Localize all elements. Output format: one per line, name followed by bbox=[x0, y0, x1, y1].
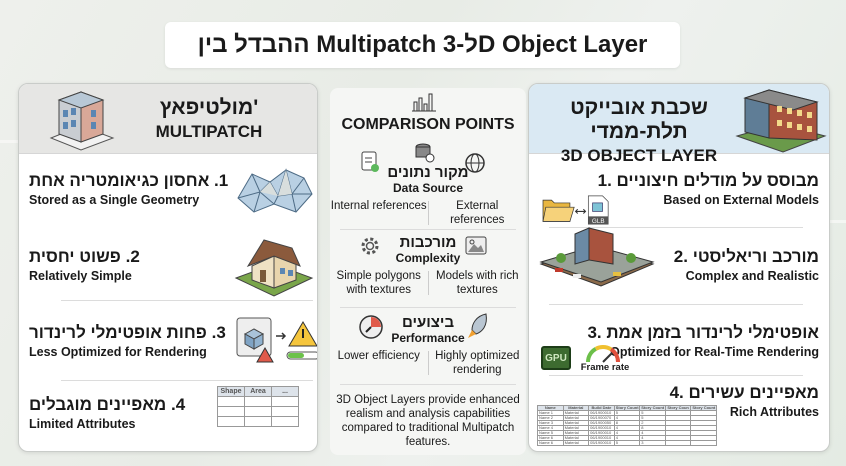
object-layer-title-en: 3D OBJECT LAYER bbox=[560, 146, 718, 165]
object-layer-value: Highly optimized rendering bbox=[435, 350, 520, 376]
realistic-building-icon bbox=[539, 227, 655, 287]
section-title-he: ביצועים bbox=[401, 314, 455, 331]
item-title-he: 4. מאפיינים עשירים bbox=[669, 383, 819, 402]
object-layer-value: Models with rich textures bbox=[436, 270, 519, 296]
table-cell: 06/1900010 bbox=[588, 430, 615, 436]
comparison-summary: 3D Object Layers provide enhanced realis… bbox=[336, 394, 520, 448]
simple-house-icon bbox=[234, 239, 314, 297]
table-header: ... bbox=[271, 386, 299, 397]
table-cell bbox=[690, 440, 717, 446]
item-title-he: 1. אחסון כגיאומטריה אחת bbox=[29, 171, 229, 190]
table-header: Build Date bbox=[588, 405, 615, 411]
multipatch-item-4: 4. מאפיינים מוגבלים Limited Attributes Sh… bbox=[19, 380, 317, 451]
item-title-en: Complex and Realistic bbox=[685, 269, 819, 283]
bar-chart-icon bbox=[412, 93, 436, 112]
multipatch-item-3: 3. פחות אופטימלי לרינדור Less Optimized f… bbox=[19, 308, 317, 384]
multipatch-panel: מולטיפאץ' MULTIPATCH 1. אחסון כגיאומטריה… bbox=[18, 83, 318, 452]
table-header: Story Count bbox=[639, 405, 666, 411]
object-layer-item-3: 3. אופטימלי לרינדור בזמן אמת Optimized fo… bbox=[529, 308, 829, 384]
image-icon bbox=[465, 236, 487, 255]
item-title-en: Based on External Models bbox=[663, 193, 819, 207]
frame-rate-gauge-icon bbox=[586, 345, 620, 363]
item-title-he: 4. מאפיינים מוגבלים bbox=[29, 395, 186, 414]
multipatch-value: Lower efficiency bbox=[337, 350, 420, 362]
object-layer-value: External references bbox=[450, 200, 505, 226]
globe-icon bbox=[465, 153, 485, 173]
multipatch-value: Internal references bbox=[330, 200, 427, 212]
multipatch-value: Simple polygons with textures bbox=[336, 270, 421, 296]
rocket-icon bbox=[468, 313, 487, 338]
warning-icon bbox=[236, 317, 317, 363]
multipatch-building-icon bbox=[49, 91, 115, 151]
table-cell: 3 bbox=[639, 440, 666, 446]
item-title-he: 3. פחות אופטימלי לרינדור bbox=[29, 323, 226, 342]
table-header: Area bbox=[244, 386, 272, 397]
item-title-en: Stored as a Single Geometry bbox=[29, 193, 200, 207]
folder-glb-icon: GLB bbox=[542, 195, 609, 225]
comparison-title: COMPARISON POINTS bbox=[341, 116, 515, 133]
multipatch-title-en: MULTIPATCH bbox=[155, 122, 263, 141]
multipatch-header: מולטיפאץ' MULTIPATCH bbox=[19, 84, 317, 154]
object-layer-item-1: 1. מבוסס על מודלים חיצוניים Based on Exte… bbox=[529, 156, 829, 232]
table-header: Story Coun bbox=[664, 405, 692, 411]
section-title-en: Complexity bbox=[395, 251, 461, 265]
table-cell: 06/1900010 bbox=[588, 410, 615, 416]
table-cell: 05/1900010 bbox=[588, 440, 615, 446]
section-title-en: Data Source bbox=[392, 181, 464, 195]
item-title-en: Rich Attributes bbox=[729, 405, 819, 419]
page-title: ההבדל בין Multipatch ל-3D Object Layer bbox=[165, 22, 680, 68]
gpu-icon: GPU bbox=[541, 346, 571, 370]
document-check-icon bbox=[361, 151, 379, 172]
item-title-en: Relatively Simple bbox=[29, 269, 132, 283]
polygon-mesh-icon bbox=[237, 168, 313, 213]
item-title-he: 1. מבוסס על מודלים חיצוניים bbox=[597, 171, 819, 190]
brick-building-icon bbox=[735, 89, 827, 153]
comparison-complexity: מורכבות Complexity Simple polygons with … bbox=[330, 234, 526, 297]
item-title-he: 2. מורכב וריאליסטי bbox=[673, 247, 819, 266]
item-title-en: Limited Attributes bbox=[29, 417, 136, 431]
section-title-he: מקור נתונים bbox=[387, 164, 469, 181]
table-header: Story Count bbox=[613, 405, 641, 411]
item-title-en: Optimized for Real-Time Rendering bbox=[610, 345, 819, 359]
object-layer-title-he: שכבת אובייקט תלת-ממדי bbox=[570, 96, 708, 143]
table-cell: Material bbox=[562, 440, 590, 446]
table-cell: 06/1900070 bbox=[588, 415, 615, 421]
glb-label: GLB bbox=[592, 218, 605, 225]
table-cell: 06/1900010 bbox=[588, 425, 615, 431]
frame-rate-label: Frame rate bbox=[580, 362, 630, 373]
comparison-panel: COMPARISON POINTS מקור נתונים Data Sourc… bbox=[330, 88, 526, 455]
gauge-icon bbox=[359, 315, 383, 339]
table-cell: 06/1900010 bbox=[588, 435, 615, 441]
item-title-he: 3. אופטימלי לרינדור בזמן אמת bbox=[587, 323, 819, 342]
comparison-data-source: מקור נתונים Data Source Internal referen… bbox=[330, 164, 526, 227]
section-title-en: Performance bbox=[391, 331, 465, 345]
table-cell: 5 bbox=[613, 440, 641, 446]
database-search-icon bbox=[415, 143, 435, 163]
item-title-he: 2. פשוט יחסית bbox=[29, 247, 140, 266]
multipatch-item-1: 1. אחסון כגיאומטריה אחת Stored as a Singl… bbox=[19, 156, 317, 232]
section-title-he: מורכבות bbox=[399, 234, 457, 251]
object-layer-panel: שכבת אובייקט תלת-ממדי 3D OBJECT LAYER 1.… bbox=[528, 83, 830, 452]
multipatch-title-he: מולטיפאץ' bbox=[159, 96, 259, 119]
table-cell: 06/1900050 bbox=[588, 420, 615, 426]
item-title-en: Less Optimized for Rendering bbox=[29, 345, 207, 359]
table-header: Shape bbox=[217, 386, 245, 397]
multipatch-item-2: 2. פשוט יחסית Relatively Simple bbox=[19, 232, 317, 308]
gear-icon bbox=[361, 237, 379, 255]
object-layer-item-2: 2. מורכב וריאליסטי Complex and Realistic bbox=[529, 227, 829, 308]
comparison-performance: ביצועים Performance Lower efficiency High… bbox=[330, 314, 526, 377]
table-cell bbox=[664, 440, 692, 446]
object-layer-header: שכבת אובייקט תלת-ממדי 3D OBJECT LAYER bbox=[529, 84, 829, 165]
table-header: Story Count bbox=[690, 405, 717, 411]
table-cell: Name 6 bbox=[537, 440, 564, 446]
